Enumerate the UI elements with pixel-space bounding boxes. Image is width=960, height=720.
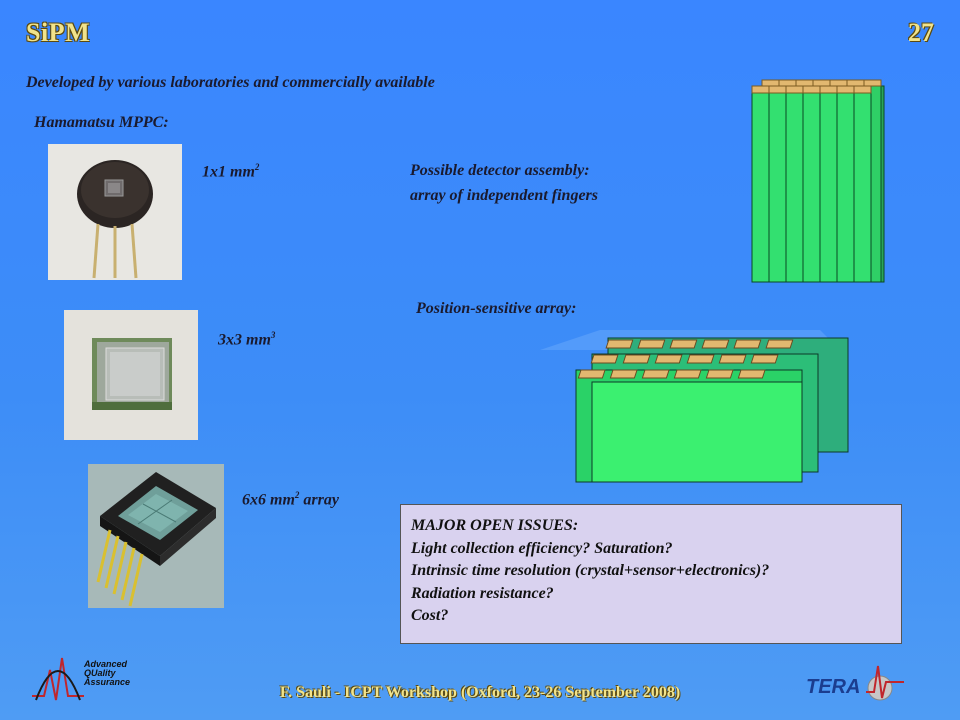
- array-pad: [641, 369, 670, 379]
- assembly-line-1: Possible detector assembly:: [410, 162, 590, 179]
- issue-item: Cost?: [411, 607, 449, 624]
- hamamatsu-label: Hamamatsu MPPC:: [34, 114, 169, 131]
- finger-pad: [795, 79, 814, 87]
- assembly-line-2: array of independent fingers: [410, 187, 598, 204]
- finger-pad: [778, 79, 797, 87]
- finger-front: [768, 91, 787, 283]
- finger-pad: [863, 79, 882, 87]
- mppc-3x3-photo: [64, 310, 198, 440]
- array-pad: [765, 339, 794, 349]
- issues-heading: MAJOR OPEN ISSUES:: [411, 517, 579, 534]
- finger-pad: [853, 85, 872, 94]
- mppc-1x1-image: [48, 144, 182, 280]
- finger-front: [836, 91, 855, 283]
- slide-title: SiPM: [26, 18, 91, 47]
- array-pad: [637, 339, 666, 349]
- finger-front: [785, 91, 804, 283]
- finger-pad: [829, 79, 848, 87]
- array-pad: [737, 369, 766, 379]
- major-open-issues-box: MAJOR OPEN ISSUES: Light collection effi…: [400, 504, 902, 644]
- array-pad: [622, 354, 651, 364]
- array-layer-front: [591, 381, 803, 483]
- array-pad: [654, 354, 683, 364]
- footer-text: F. Sauli - ICPT Workshop (Oxford, 23-26 …: [279, 684, 681, 701]
- finger-pad: [785, 85, 804, 94]
- tera-logo: TERA: [806, 662, 906, 706]
- finger-pad: [761, 79, 780, 87]
- aqua-logo-mark-icon: [32, 657, 84, 701]
- array-pad: [605, 339, 634, 349]
- finger-pad: [802, 85, 821, 94]
- array-pad: [750, 354, 779, 364]
- array-pad: [733, 339, 762, 349]
- finger-front: [853, 91, 872, 283]
- aqua-logo-line: Advanced: [84, 659, 128, 669]
- finger-pad: [768, 85, 787, 94]
- finger-array-diagram: [751, 79, 885, 283]
- finger-pad: [846, 79, 865, 87]
- finger-pad: [819, 85, 838, 94]
- finger-front: [819, 91, 838, 283]
- finger-pad: [836, 85, 855, 94]
- size-6x6-label: 6x6 mm2 array: [242, 490, 339, 509]
- array-pad: [705, 369, 734, 379]
- array-pad: [590, 354, 619, 364]
- finger-front: [751, 91, 770, 283]
- page-number: 27: [908, 18, 934, 47]
- size-3x3-label: 3x3 mm3: [218, 330, 276, 349]
- mppc-6x6-image: [88, 464, 224, 608]
- array-pad: [577, 369, 606, 379]
- finger-pad: [751, 85, 770, 94]
- aqua-logo-line: Assurance: [84, 677, 131, 687]
- issue-item: Intrinsic time resolution (crystal+senso…: [411, 562, 770, 579]
- array-pad: [718, 354, 747, 364]
- mppc-3x3-image: [64, 310, 198, 440]
- issue-item: Light collection efficiency? Saturation?: [411, 539, 673, 557]
- aqua-logo-line: QUality: [84, 668, 116, 678]
- array-pad: [669, 339, 698, 349]
- size-1x1-label: 1x1 mm2: [202, 162, 260, 181]
- position-array-label: Position-sensitive array:: [416, 300, 577, 317]
- finger-pad: [812, 79, 831, 87]
- array-pad: [701, 339, 730, 349]
- position-array-diagram: [540, 330, 849, 483]
- aqua-logo: Advanced QUality Assurance: [30, 650, 150, 708]
- intro-text: Developed by various laboratories and co…: [26, 74, 435, 91]
- finger-front: [802, 91, 821, 283]
- issue-item: Radiation resistance?: [411, 584, 554, 602]
- array-pad: [673, 369, 702, 379]
- mppc-6x6-array-photo: [88, 464, 224, 608]
- array-pad: [686, 354, 715, 364]
- tera-logo-mark-icon: [866, 665, 904, 701]
- array-pad: [609, 369, 638, 379]
- mppc-1x1-photo: [48, 144, 182, 280]
- tera-logo-text: TERA: [806, 676, 861, 698]
